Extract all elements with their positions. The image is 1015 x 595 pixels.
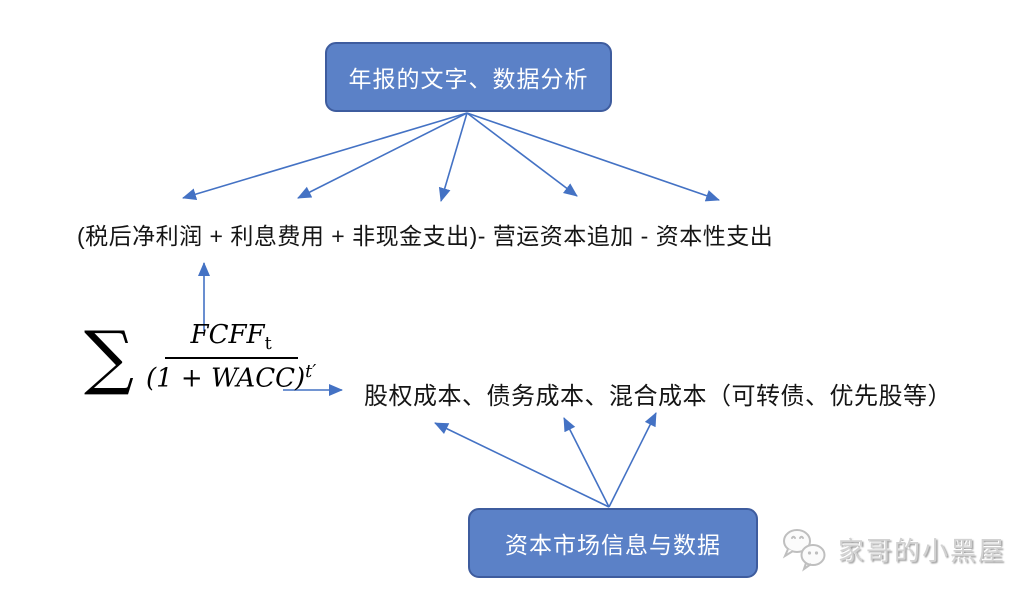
formula-denominator-superscript: t′ — [305, 362, 317, 383]
summation-sigma-symbol: ∑ — [84, 315, 134, 398]
wechat-icon — [782, 529, 826, 572]
fcff-components-text: (税后净利润 + 利息费用 + 非现金支出)- 营运资本追加 - 资本性支出 — [77, 223, 774, 249]
node-annual-report-analysis: 年报的文字、数据分析 — [325, 42, 612, 112]
arrow-bottom-node-to-cost-1 — [434, 422, 610, 508]
capital-cost-types-text: 股权成本、债务成本、混合成本（可转债、优先股等） — [364, 383, 952, 410]
fcff-discount-formula: ∑ FCFFt (1 + WACC)t′ — [84, 320, 320, 394]
arrow-top-node-to-component-2 — [297, 112, 468, 199]
formula-numerator: FCFFt — [164, 320, 298, 360]
formula-denominator: (1 + WACC)t′ — [145, 362, 317, 394]
arrow-top-node-to-component-4 — [466, 112, 578, 197]
node-capital-market-data-label: 资本市场信息与数据 — [505, 532, 721, 558]
formula-fraction: FCFFt (1 + WACC)t′ — [142, 320, 320, 394]
watermark: 家哥的小黑屋 — [780, 526, 1006, 572]
arrow-bottom-node-to-cost-2 — [563, 417, 610, 508]
node-capital-market-data: 资本市场信息与数据 — [468, 508, 758, 578]
arrow-top-node-to-component-5 — [466, 112, 720, 202]
arrow-top-node-to-component-3 — [438, 112, 468, 202]
node-annual-report-analysis-label: 年报的文字、数据分析 — [348, 66, 589, 92]
formula-numerator-subscript: t — [264, 334, 272, 355]
watermark-text: 家哥的小黑屋 — [838, 535, 1007, 566]
arrow-top-node-to-component-1 — [182, 112, 468, 201]
arrow-bottom-node-to-cost-3 — [608, 412, 657, 508]
